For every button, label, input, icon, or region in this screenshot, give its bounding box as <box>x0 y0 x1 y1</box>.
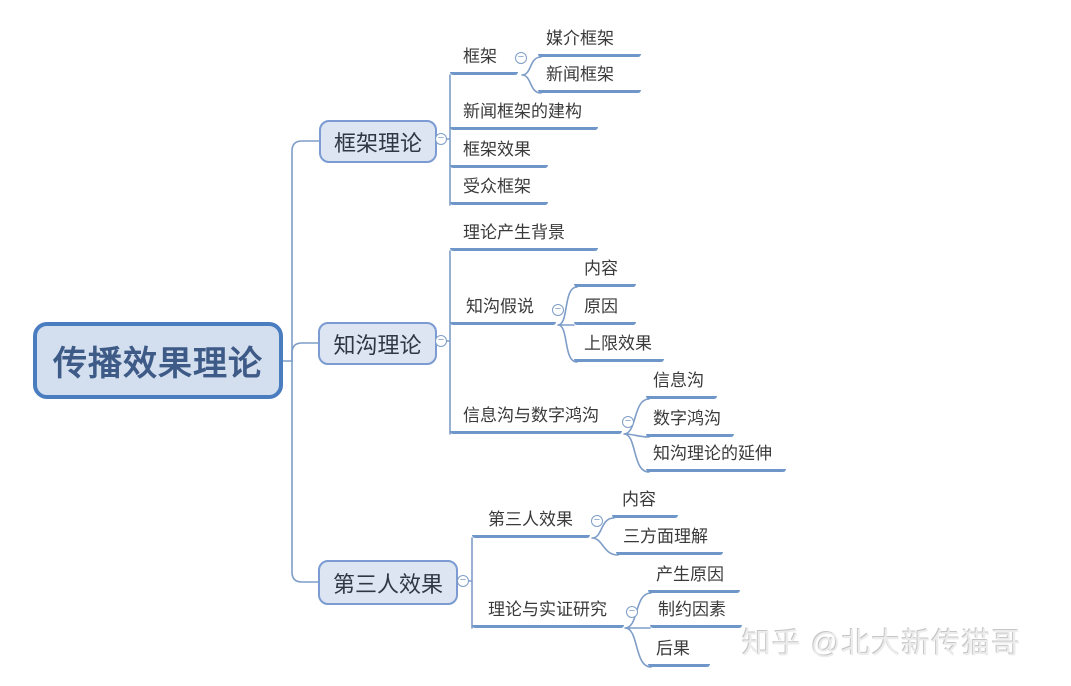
topic-media-frame[interactable]: 媒介框架 <box>538 27 641 57</box>
collapse-icon-knowledge-gap-theory[interactable]: − <box>435 335 447 347</box>
collapse-icon-knowledge-gap-hypothesis[interactable]: − <box>552 304 564 316</box>
topic-ceiling-effect[interactable]: 上限效果 <box>574 332 664 362</box>
zhihu-watermark: 知乎 @北大新传猫哥 <box>742 628 1022 660</box>
collapse-icon-tpe-sub[interactable]: − <box>591 515 603 527</box>
collapse-icon-information-gap[interactable]: − <box>622 416 634 428</box>
collapse-icon-third-person-effect[interactable]: − <box>457 575 469 587</box>
topic-audience-frame[interactable]: 受众框架 <box>450 175 548 205</box>
topic-content[interactable]: 内容 <box>574 257 636 287</box>
topic-framing-effect[interactable]: 框架效果 <box>450 138 548 168</box>
topic-constraints[interactable]: 制约因素 <box>650 598 742 628</box>
topic-digital-divide[interactable]: 数字鸿沟 <box>646 407 734 437</box>
topic-information-gap[interactable]: 信息沟 <box>646 369 717 399</box>
topic-theory-background[interactable]: 理论产生背景 <box>450 221 598 251</box>
topic-consequences[interactable]: 后果 <box>648 637 710 667</box>
root-node[interactable]: 传播效果理论 <box>33 322 283 399</box>
branch-third-person-effect[interactable]: 第三人效果 <box>318 560 458 605</box>
collapse-icon-theory-empirical[interactable]: − <box>626 606 638 618</box>
topic-knowledge-gap-hypothesis[interactable]: 知沟假说 <box>450 295 556 325</box>
topic-tpe-content[interactable]: 内容 <box>612 488 678 518</box>
trunk-to-branch-3 <box>291 360 319 583</box>
topic-three-aspects[interactable]: 三方面理解 <box>616 525 723 555</box>
branch-framing-theory[interactable]: 框架理论 <box>319 120 437 163</box>
topic-theory-empirical-research[interactable]: 理论与实证研究 <box>472 598 624 628</box>
topic-news-frame-construction[interactable]: 新闻框架的建构 <box>450 100 598 130</box>
topic-origin-causes[interactable]: 产生原因 <box>648 563 740 593</box>
trunk-to-branch-2 <box>291 342 319 362</box>
topic-information-gap-digital-divide[interactable]: 信息沟与数字鸿沟 <box>450 404 622 434</box>
topic-knowledge-gap-extension[interactable]: 知沟理论的延伸 <box>646 442 786 472</box>
topic-third-person-effect[interactable]: 第三人效果 <box>472 508 590 538</box>
topic-news-frame[interactable]: 新闻框架 <box>538 63 641 93</box>
topic-causes[interactable]: 原因 <box>574 295 636 325</box>
trunk-to-branch-1 <box>291 140 320 362</box>
collapse-icon-frame[interactable]: − <box>515 52 527 64</box>
topic-frame[interactable]: 框架 <box>450 45 518 75</box>
branch-knowledge-gap-theory[interactable]: 知沟理论 <box>318 322 437 365</box>
collapse-icon-framing-theory[interactable]: − <box>435 133 447 145</box>
